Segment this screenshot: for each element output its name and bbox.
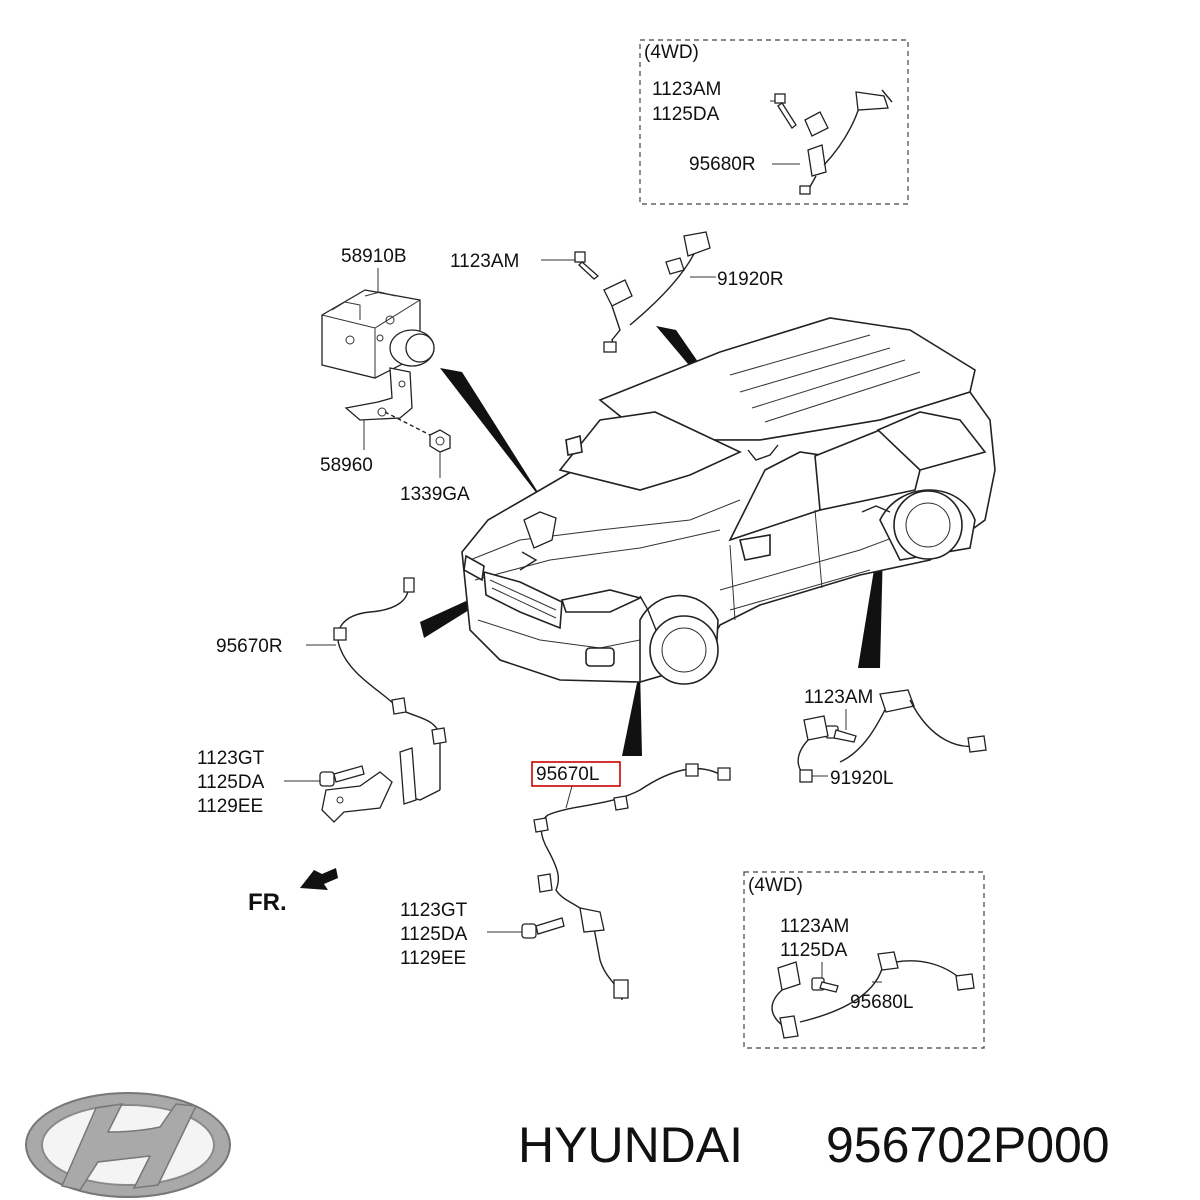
front-left-harness: 95670L: [531, 761, 731, 1001]
label-sensor-rear-l: 91920L: [830, 768, 893, 789]
footer: HYUNDAI 956702P000: [518, 1117, 1110, 1173]
bottom-4wd-heading: (4WD): [748, 875, 803, 896]
bottom-4wd-label-1: 1123AM: [780, 916, 849, 937]
vehicle-illustration: [461, 317, 996, 685]
label-bolt-fr-3: 1129EE: [197, 796, 263, 817]
label-bolt-top: 1123AM: [450, 251, 519, 272]
bottom-4wd-box: (4WD) 1123AM 1125DA 95680L: [743, 871, 985, 1049]
rear-left-sensor-group: 1123AM 91920L: [797, 687, 987, 789]
label-abs-unit: 58910B: [341, 246, 407, 267]
top-4wd-label-3: 95680R: [689, 154, 756, 175]
front-right-bolt: 1123GT 1125DA 1129EE: [197, 748, 365, 817]
top-4wd-bolt: [774, 93, 797, 129]
footer-brand: HYUNDAI: [518, 1117, 743, 1173]
label-bolt-fr-1: 1123GT: [197, 748, 265, 769]
label-bolt-fl-2: 1125DA: [400, 924, 468, 945]
label-front-l: 95670L: [536, 764, 599, 785]
hyundai-logo-icon: [25, 1092, 231, 1198]
label-bolt-rl: 1123AM: [804, 687, 873, 708]
top-4wd-label-1: 1123AM: [652, 79, 721, 100]
bottom-4wd-label-3: 95680L: [850, 992, 913, 1013]
bottom-4wd-frame: [743, 871, 985, 1049]
front-direction-indicator: FR.: [248, 868, 338, 916]
label-front-r: 95670R: [216, 636, 283, 657]
label-bolt-fl-3: 1129EE: [400, 948, 466, 969]
top-4wd-box: (4WD) 1123AM 1125DA 95680R: [639, 39, 909, 205]
nut: 1339GA: [400, 429, 470, 505]
abs-bracket: 58960: [320, 367, 431, 476]
front-left-bolt: 1123GT 1125DA 1129EE: [400, 900, 565, 969]
bottom-4wd-label-2: 1125DA: [780, 940, 848, 961]
highlight-box: [531, 761, 621, 787]
rear-right-sensor-group: 1123AM 91920R: [450, 231, 784, 353]
rear-wheel: [893, 490, 963, 560]
label-nut: 1339GA: [400, 484, 470, 505]
label-bolt-fr-2: 1125DA: [197, 772, 265, 793]
label-sensor-rear-r: 91920R: [717, 269, 784, 290]
top-4wd-heading: (4WD): [644, 42, 699, 63]
front-wheel: [649, 615, 719, 685]
label-bracket: 58960: [320, 455, 373, 476]
footer-part-number: 956702P000: [826, 1117, 1110, 1173]
label-direction: FR.: [248, 889, 287, 916]
top-4wd-sensor: [799, 89, 893, 195]
direction-arrow-icon: [300, 868, 338, 890]
front-right-harness: 95670R: [216, 577, 447, 823]
abs-unit: 58910B: [321, 246, 435, 379]
top-4wd-label-2: 1125DA: [652, 104, 720, 125]
label-bolt-fl-1: 1123GT: [400, 900, 468, 921]
